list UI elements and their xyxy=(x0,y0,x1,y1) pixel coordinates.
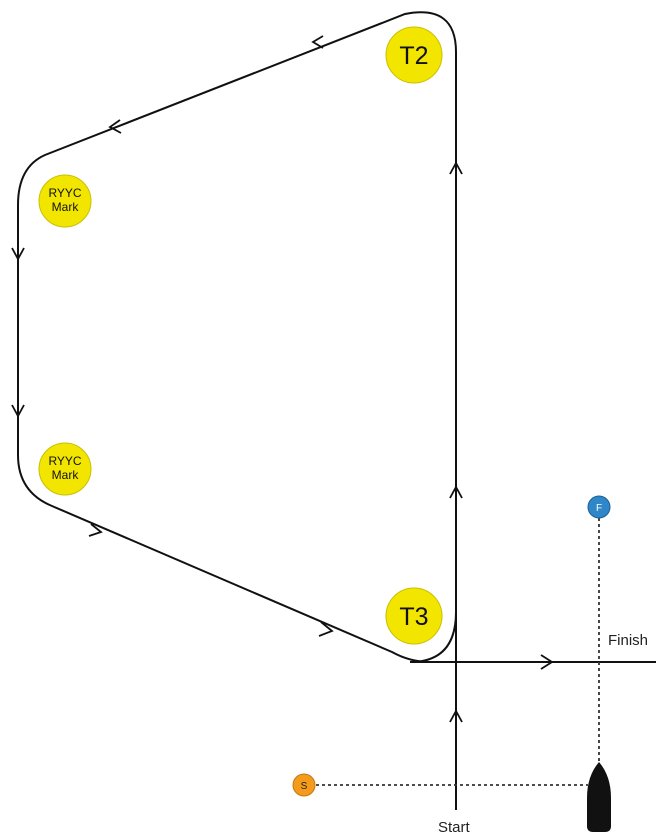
mark-t2-label: T2 xyxy=(399,42,428,70)
mark-ryyc-bottom: RYYC Mark xyxy=(38,442,92,496)
mark-t2: T2 xyxy=(385,26,443,84)
direction-arrow xyxy=(88,523,103,537)
mark-ryyc-bottom-line1: RYYC xyxy=(48,454,81,468)
mark-ryyc-top-line2: Mark xyxy=(52,200,80,214)
start-pin-buoy: S xyxy=(292,773,316,797)
mark-ryyc-top: RYYC Mark xyxy=(38,174,92,228)
finish-pin-label: F xyxy=(596,503,602,514)
direction-arrow xyxy=(11,247,25,261)
mark-t3: T3 xyxy=(385,587,443,645)
mark-ryyc-bottom-line2: Mark xyxy=(52,468,80,482)
direction-arrow xyxy=(311,35,324,49)
finish-label: Finish xyxy=(608,632,648,649)
course-loop-line xyxy=(17,11,457,663)
direction-arrow xyxy=(108,119,122,134)
mark-t3-label: T3 xyxy=(399,603,428,631)
start-label: Start xyxy=(438,819,471,836)
direction-arrow xyxy=(540,654,554,670)
direction-arrow xyxy=(11,404,25,418)
mark-ryyc-top-line1: RYYC xyxy=(48,186,81,200)
start-pin-label: S xyxy=(301,781,308,792)
committee-boat-icon xyxy=(587,762,611,832)
direction-arrow xyxy=(449,709,463,723)
direction-arrow xyxy=(449,485,463,499)
finish-pin-buoy: F xyxy=(587,495,611,519)
direction-arrow xyxy=(449,161,463,175)
direction-arrow xyxy=(318,621,334,637)
